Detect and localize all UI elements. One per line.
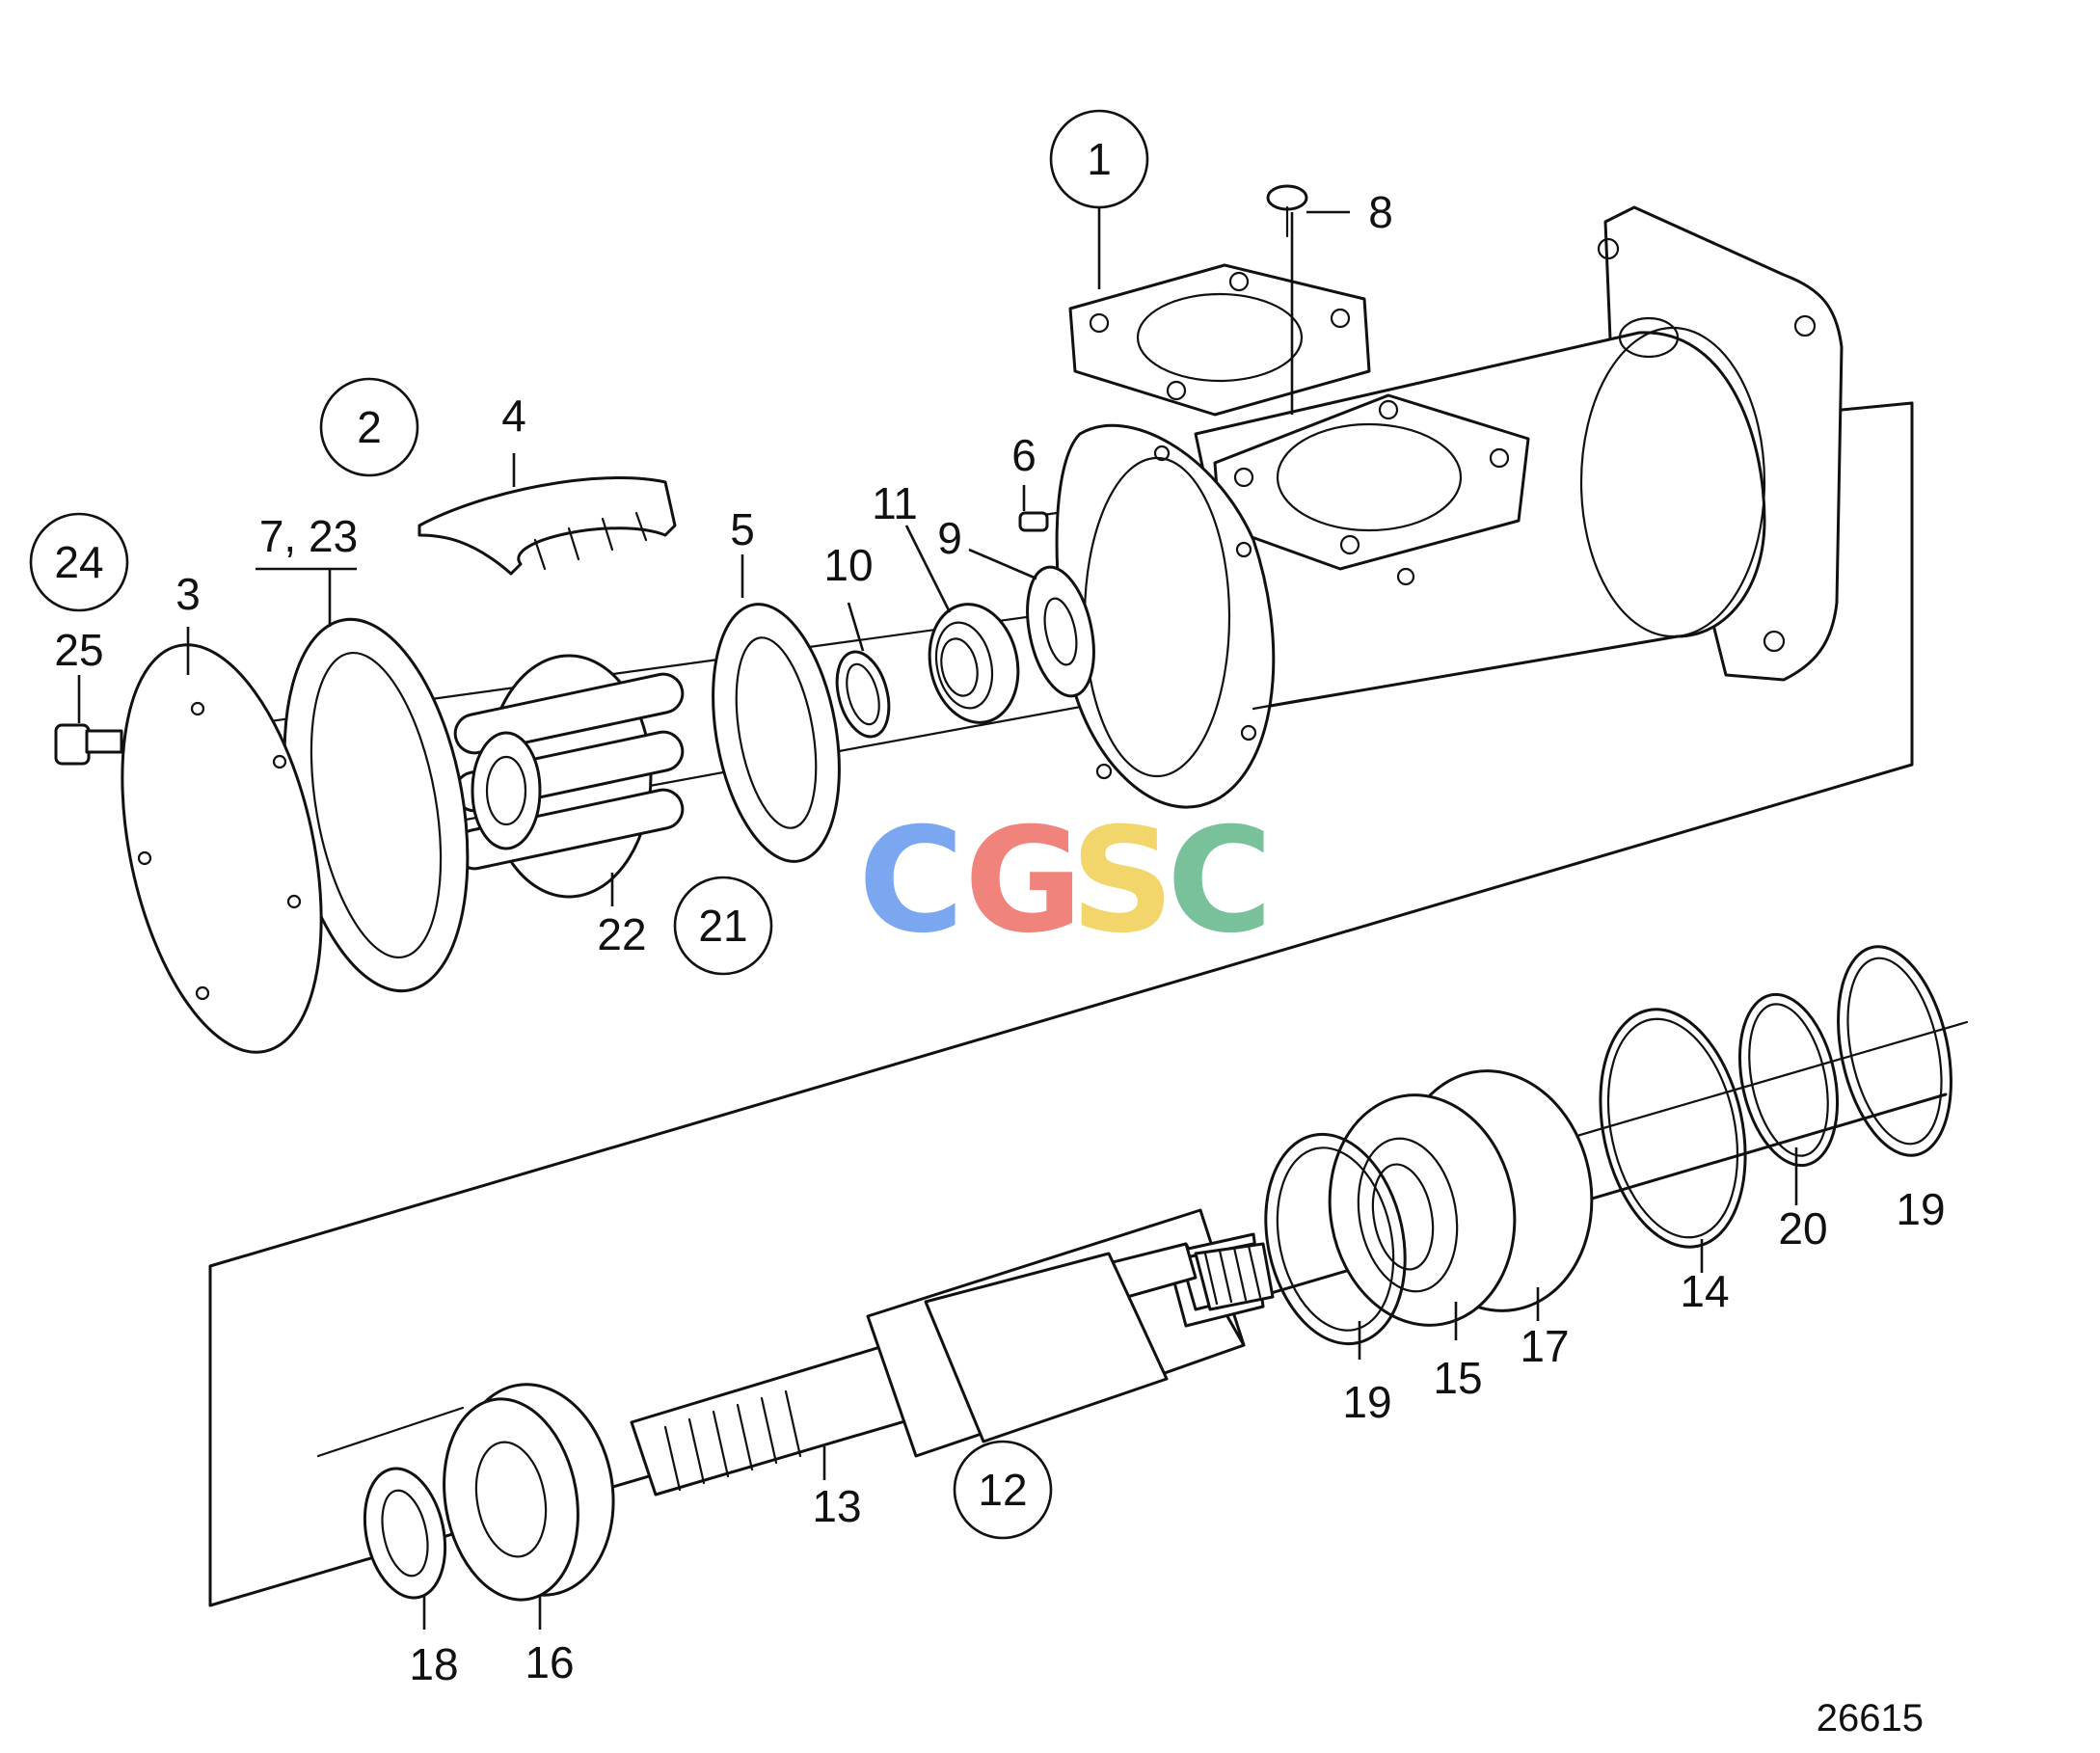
part-8-screw: [1266, 184, 1308, 415]
part-11-seal: [928, 603, 1020, 724]
part-3-cover: [121, 643, 323, 1054]
label-14: 14: [1680, 1266, 1729, 1316]
svg-text:1: 1: [1087, 134, 1112, 184]
leader-lines: [77, 207, 1798, 1630]
label-11: 11: [872, 478, 918, 528]
drawing-number: 26615: [1817, 1697, 1924, 1740]
part-13-shaft: [630, 1208, 1275, 1497]
part-25-bolt: [54, 723, 123, 766]
part-4-cam: [417, 476, 677, 576]
group-label-21: 21: [673, 876, 773, 976]
group-label-12: 12: [953, 1440, 1053, 1540]
part-19-circlip-rear: [1837, 945, 1952, 1157]
part-6-pin: [1018, 511, 1049, 532]
part-14-ring: [1599, 1008, 1747, 1249]
label-19-front: 19: [1342, 1377, 1391, 1427]
svg-text:2: 2: [357, 402, 382, 452]
part-16-bearing: [443, 1383, 615, 1602]
group-label-2: 2: [319, 377, 419, 477]
label-17: 17: [1520, 1321, 1569, 1371]
label-3: 3: [175, 569, 201, 619]
svg-text:12: 12: [978, 1465, 1027, 1515]
label-8: 8: [1368, 187, 1393, 237]
part-15-17-bearings: [1328, 1069, 1594, 1327]
label-25: 25: [54, 625, 103, 675]
part-5-wear-plate: [712, 603, 841, 863]
watermark-letter-s: S: [1070, 797, 1174, 965]
watermark-letter-c2: C: [1167, 797, 1273, 965]
part-labels: 3 4 5 6 7, 23 8 9 10 11 13 14 15 16 17 1…: [54, 187, 1945, 1689]
label-15: 15: [1433, 1353, 1482, 1403]
pump-housing: [1055, 205, 1844, 809]
label-9: 9: [937, 513, 962, 563]
svg-text:21: 21: [698, 901, 747, 951]
part-9-washer: [1026, 565, 1095, 698]
label-5: 5: [730, 504, 755, 554]
label-7-23: 7, 23: [259, 511, 358, 561]
watermark-letter-g: G: [964, 797, 1083, 965]
label-16: 16: [525, 1637, 574, 1687]
part-19-circlip-front: [1264, 1132, 1407, 1346]
label-22: 22: [597, 909, 646, 959]
group-label-24: 24: [29, 512, 129, 612]
group-label-1: 1: [1049, 109, 1149, 209]
label-6: 6: [1011, 430, 1037, 480]
label-19-rear: 19: [1896, 1184, 1945, 1234]
label-4: 4: [501, 391, 526, 441]
label-10: 10: [823, 540, 873, 590]
label-13: 13: [812, 1481, 861, 1531]
part-18-seal: [363, 1467, 447, 1600]
part-20-circlip: [1737, 992, 1840, 1168]
label-18: 18: [409, 1639, 458, 1689]
part-10-circlip: [835, 650, 891, 739]
cgsc-watermark: C G S C: [858, 797, 1273, 965]
watermark-letter-c1: C: [858, 797, 964, 965]
part-22-impeller: [453, 654, 685, 899]
svg-text:24: 24: [54, 537, 103, 587]
label-20: 20: [1778, 1203, 1827, 1254]
